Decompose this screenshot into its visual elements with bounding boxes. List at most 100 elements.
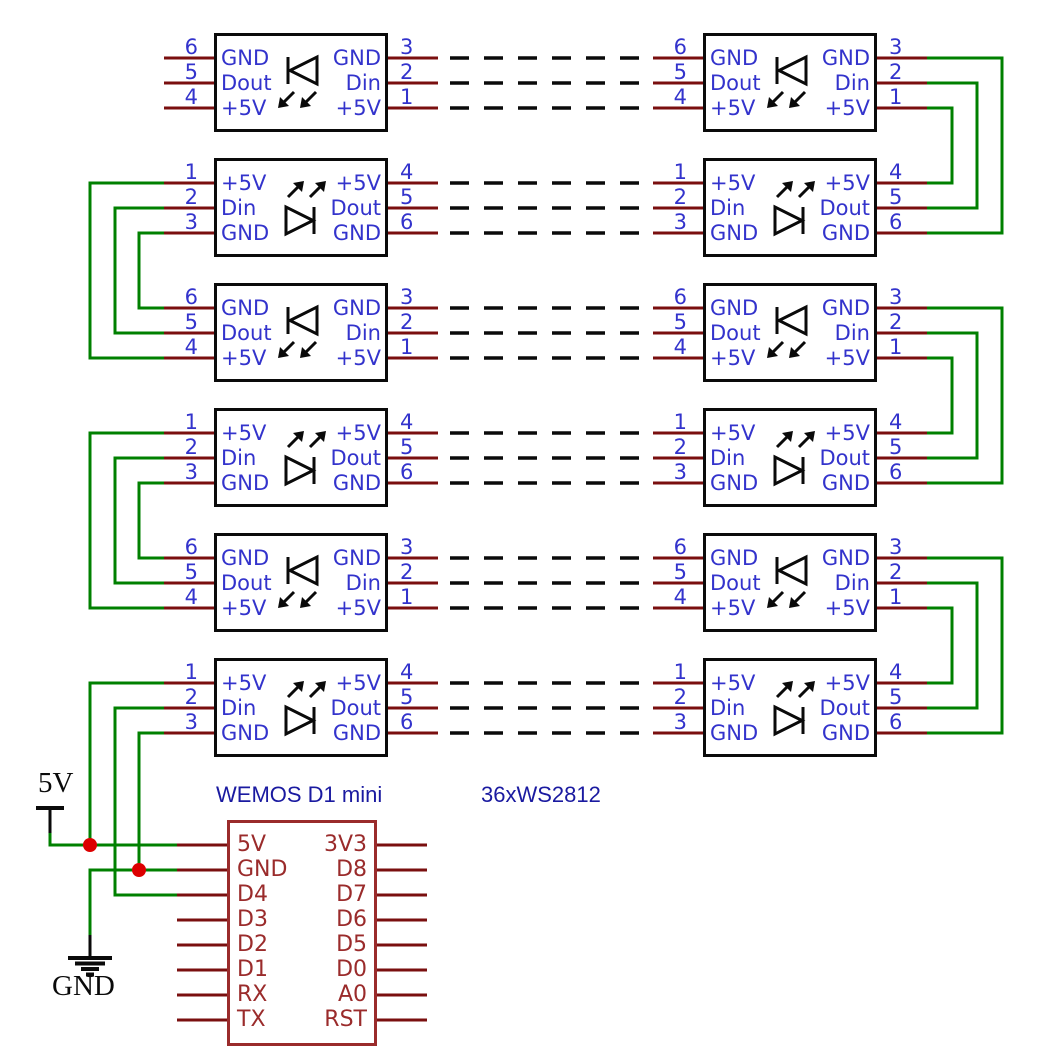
pin-label: Din [221, 696, 257, 720]
wire-segment [88, 868, 177, 935]
pin-label: +5V [710, 96, 756, 120]
pin-label: Dout [819, 196, 870, 220]
pin-label: +5V [221, 346, 267, 370]
wire-segment [927, 606, 954, 685]
pin-number: 2 [400, 310, 414, 334]
led-diode-icon [284, 454, 317, 487]
led-module-box-r3c1 [214, 283, 388, 382]
pin-label: GND [710, 46, 759, 70]
pin-number: 1 [400, 585, 414, 609]
pin-number: 6 [673, 535, 687, 559]
mcu-title: WEMOS D1 mini [216, 782, 383, 807]
pin-number: 6 [184, 535, 198, 559]
pin-label: +5V [710, 671, 756, 695]
led-emission-arrowhead-icon [804, 681, 815, 692]
led-emission-arrowhead-icon [315, 181, 326, 192]
pin-label: GND [710, 721, 759, 745]
led-emission-arrowhead-icon [278, 597, 289, 608]
pin-number: 6 [400, 210, 414, 234]
pin-number: 6 [889, 210, 903, 234]
pin-number: 4 [673, 335, 687, 359]
pin-number: 2 [673, 185, 687, 209]
mcu-pin-label: D6 [336, 907, 367, 932]
pin-number: 4 [673, 85, 687, 109]
wire-segment [927, 81, 979, 210]
led-module-box-r5c1 [214, 533, 388, 632]
led-diode-icon [775, 54, 808, 87]
pin-label: GND [332, 46, 381, 70]
led-emission-arrowhead-icon [789, 597, 800, 608]
mcu-pin-label: D0 [336, 957, 367, 982]
wire-segment [88, 431, 164, 610]
led-emission-arrowhead-icon [767, 97, 778, 108]
pin-label: Din [345, 71, 381, 95]
pin-label: GND [332, 221, 381, 245]
led-emission-arrowhead-icon [804, 431, 815, 442]
strip-title: 36xWS2812 [481, 782, 601, 807]
pin-number: 6 [400, 710, 414, 734]
pin-label: GND [332, 296, 381, 320]
pin-number: 6 [673, 35, 687, 59]
pin-number: 3 [400, 35, 414, 59]
pin-number: 2 [400, 60, 414, 84]
pin-label: Dout [710, 71, 761, 95]
pin-label: GND [221, 221, 270, 245]
pin-label: Dout [330, 446, 381, 470]
pin-label: GND [821, 721, 870, 745]
pin-number: 6 [400, 460, 414, 484]
pin-number: 4 [889, 410, 903, 434]
pin-label: Dout [221, 71, 272, 95]
junction-dot [132, 863, 146, 877]
led-diode-icon [284, 704, 317, 737]
pin-number: 2 [400, 560, 414, 584]
pin-number: 4 [184, 85, 198, 109]
pin-label: GND [332, 546, 381, 570]
led-emission-arrowhead-icon [767, 597, 778, 608]
pin-number: 4 [400, 410, 414, 434]
led-diode-icon [286, 54, 319, 87]
mcu-pin-label: TX [237, 1007, 266, 1032]
led-emission-arrowhead-icon [782, 431, 793, 442]
led-emission-arrowhead-icon [300, 97, 311, 108]
led-emission-arrowhead-icon [293, 431, 304, 442]
led-emission-arrowhead-icon [767, 347, 778, 358]
pin-number: 4 [184, 585, 198, 609]
pin-label: GND [332, 721, 381, 745]
wire-segment [927, 106, 954, 185]
pin-number: 2 [184, 185, 198, 209]
pin-number: 3 [889, 35, 903, 59]
pin-number: 5 [889, 185, 903, 209]
pin-label: Dout [819, 446, 870, 470]
pin-label: Dout [330, 196, 381, 220]
pin-number: 5 [673, 560, 687, 584]
pin-label: Din [221, 196, 257, 220]
wire-segment [927, 556, 1004, 735]
pin-number: 3 [889, 535, 903, 559]
junction-dot [83, 838, 97, 852]
pin-number: 5 [184, 560, 198, 584]
pin-label: Din [345, 571, 381, 595]
led-emission-arrowhead-icon [300, 597, 311, 608]
pin-label: +5V [824, 346, 870, 370]
pin-label: +5V [335, 671, 381, 695]
pin-number: 2 [889, 60, 903, 84]
pin-label: Din [834, 71, 870, 95]
pin-label: +5V [824, 96, 870, 120]
pin-number: 3 [673, 710, 687, 734]
pin-label: GND [821, 471, 870, 495]
pin-label: Din [710, 446, 746, 470]
pin-number: 1 [889, 85, 903, 109]
pin-label: +5V [710, 596, 756, 620]
pin-number: 6 [184, 285, 198, 309]
pin-number: 2 [184, 685, 198, 709]
pin-label: Dout [330, 696, 381, 720]
pin-label: Dout [710, 571, 761, 595]
wire-segment [927, 581, 979, 710]
pin-number: 1 [400, 335, 414, 359]
wire-segment [113, 706, 177, 897]
pin-number: 5 [400, 185, 414, 209]
pin-number: 2 [673, 435, 687, 459]
pin-label: +5V [221, 596, 267, 620]
power-5v-label: 5V [38, 767, 74, 799]
